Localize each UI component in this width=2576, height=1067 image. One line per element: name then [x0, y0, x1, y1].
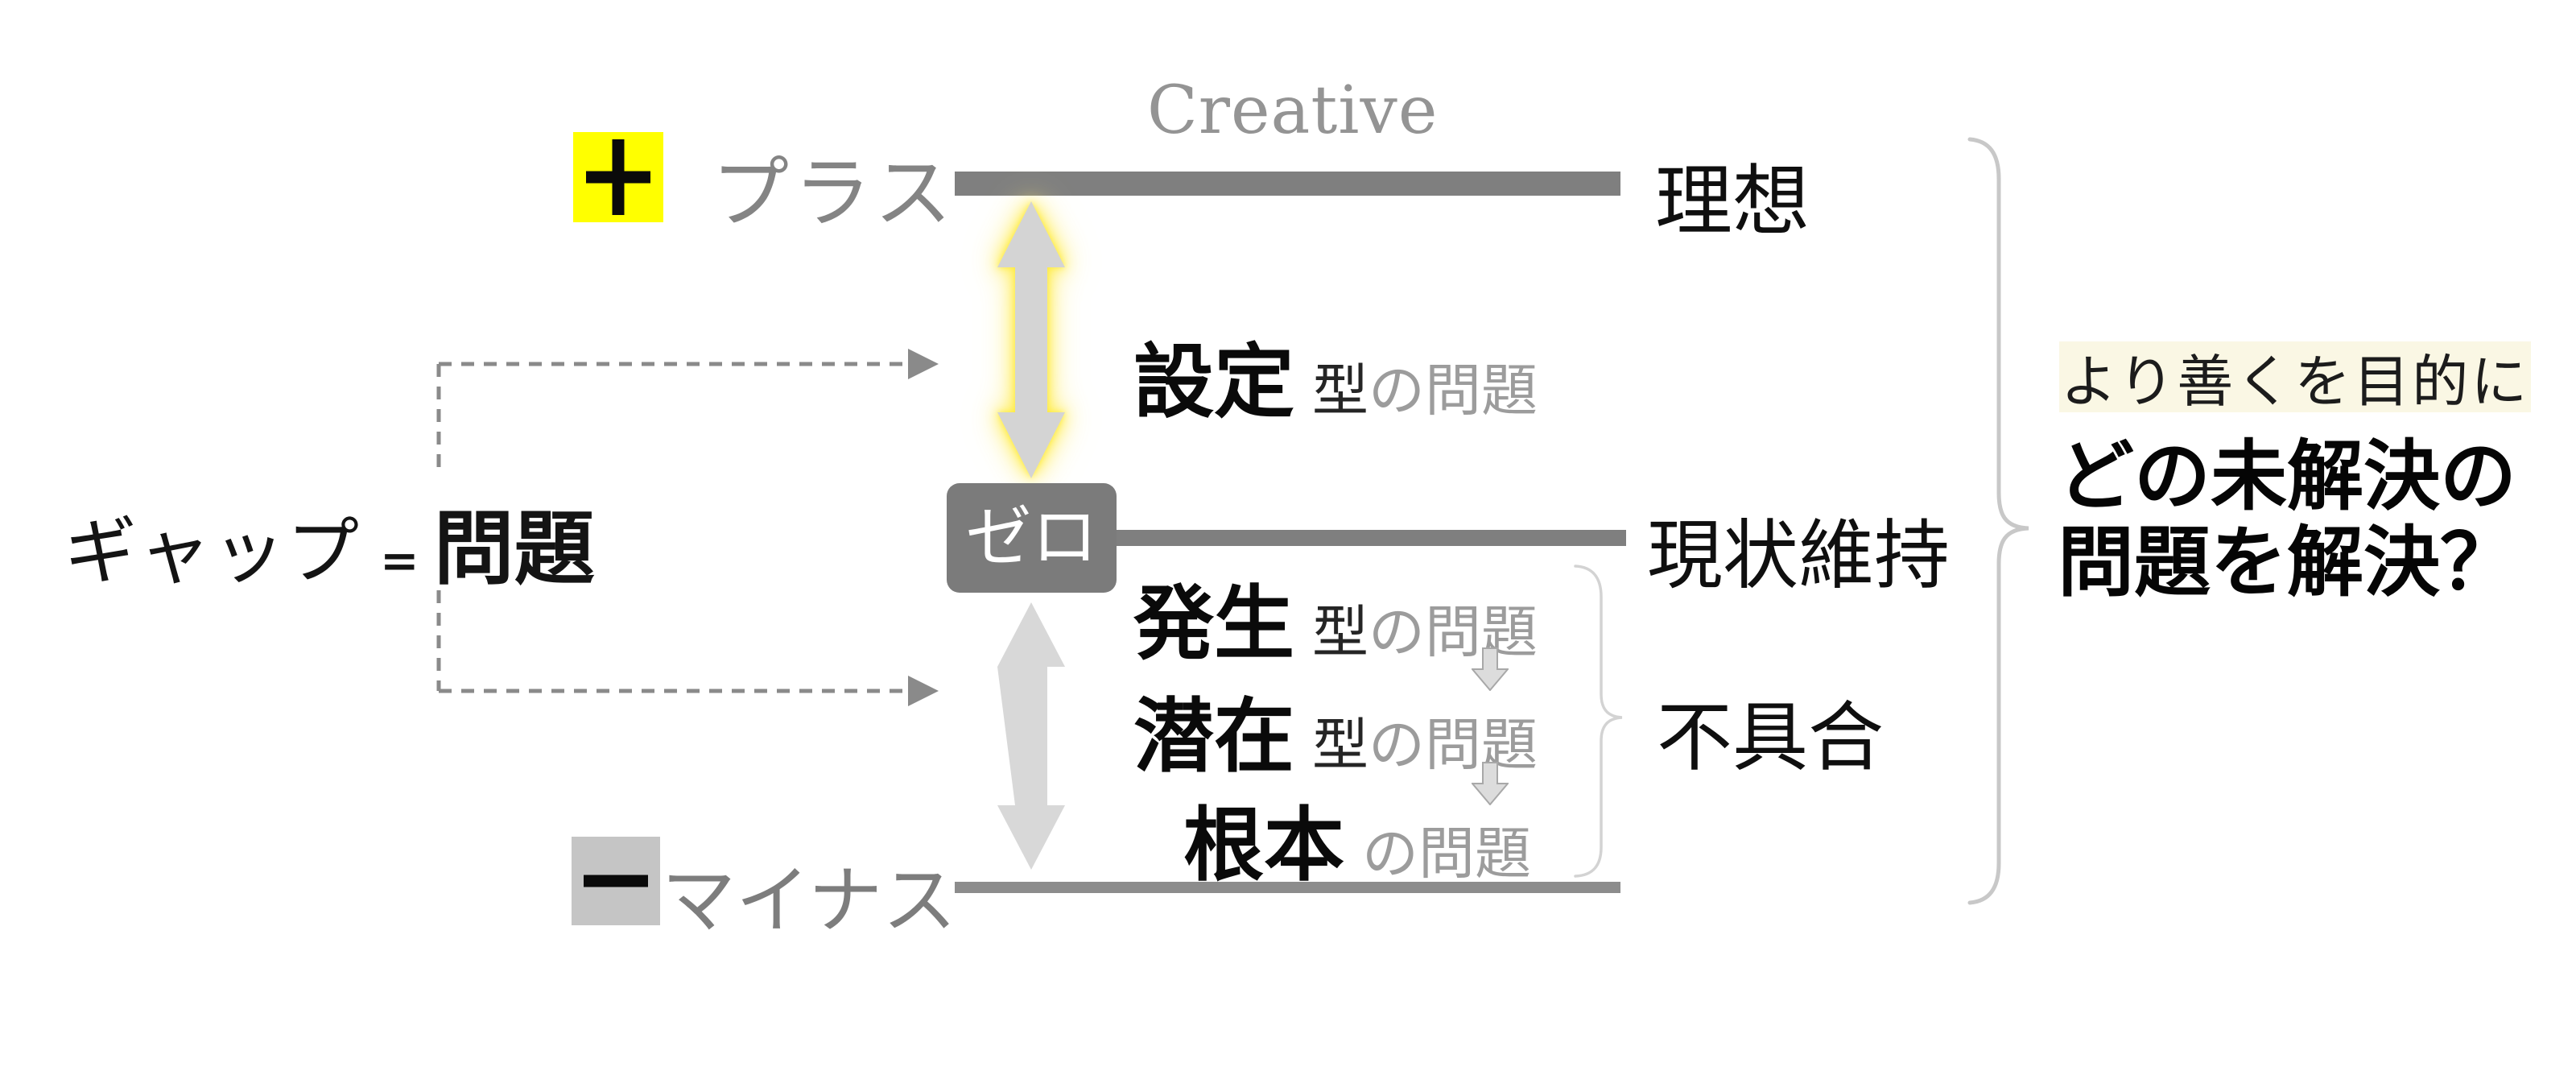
- minus-sign-icon: [584, 875, 648, 887]
- problem-mid: 型: [1312, 358, 1368, 424]
- overall-brace: [1967, 137, 2029, 905]
- problem-word: 問題: [433, 501, 595, 596]
- problem-row-root: 根本 の問題: [1183, 780, 1531, 896]
- problem-mid: 型: [1312, 599, 1368, 665]
- purpose-highlight-text: より善くを目的に: [2060, 348, 2530, 415]
- equals-sign: =: [380, 533, 419, 588]
- purpose-question-line1: どの未解決の: [2058, 432, 2517, 521]
- dashed-arrowhead-top-icon: [908, 349, 939, 379]
- minus-label: マイナス: [662, 858, 957, 944]
- problem-row-occurrence: 発生 型 の問題: [1133, 558, 1538, 675]
- defect-label: 不具合: [1657, 694, 1885, 782]
- problem-tail: の問題: [1368, 599, 1538, 665]
- gap-word: ギャップ: [64, 510, 361, 594]
- problem-row-setting: 設定 型 の問題: [1133, 316, 1538, 433]
- lower-gap-arrow-icon: [997, 602, 1065, 870]
- problem-tail: の問題: [1368, 712, 1538, 778]
- minus-badge: [572, 837, 660, 925]
- dashed-arrowhead-bottom-icon: [908, 676, 939, 706]
- defect-group-brace: [1574, 565, 1623, 878]
- plus-badge: [573, 132, 663, 222]
- down-arrow-icon: [1472, 762, 1509, 805]
- problem-keyword: 根本: [1183, 797, 1344, 892]
- problem-tail: の問題: [1368, 358, 1538, 424]
- gap-equals-problem: ギャップ = 問題: [64, 483, 595, 600]
- plus-label: プラス: [712, 148, 957, 238]
- status-quo-label: 現状維持: [1647, 512, 1951, 600]
- minus-level-bar: [955, 882, 1620, 893]
- purpose-highlight: より善くを目的に: [2059, 341, 2531, 415]
- zero-label: ゼロ: [965, 499, 1098, 576]
- problem-keyword: 設定: [1133, 334, 1294, 429]
- purpose-question-line2: 問題を解決？: [2058, 518, 2517, 608]
- problem-keyword: 発生: [1133, 576, 1294, 671]
- upper-gap-arrow-icon: [997, 201, 1065, 478]
- problem-tail: の問題: [1362, 821, 1531, 887]
- purpose-question: どの未解決の 問題を解決？: [2058, 433, 2516, 606]
- problem-row-latent: 潜在 型 の問題: [1133, 671, 1538, 788]
- plus-sign-icon: [586, 171, 650, 184]
- problem-keyword: 潜在: [1133, 689, 1294, 784]
- creative-caption: Creative: [1147, 72, 1439, 149]
- down-arrow-icon: [1472, 647, 1509, 691]
- ideal-level-bar: [955, 172, 1620, 196]
- problem-mid: 型: [1312, 712, 1368, 778]
- statusquo-level-bar: [955, 530, 1626, 546]
- zero-badge: ゼロ: [947, 483, 1117, 593]
- ideal-label: 理想: [1655, 156, 1810, 246]
